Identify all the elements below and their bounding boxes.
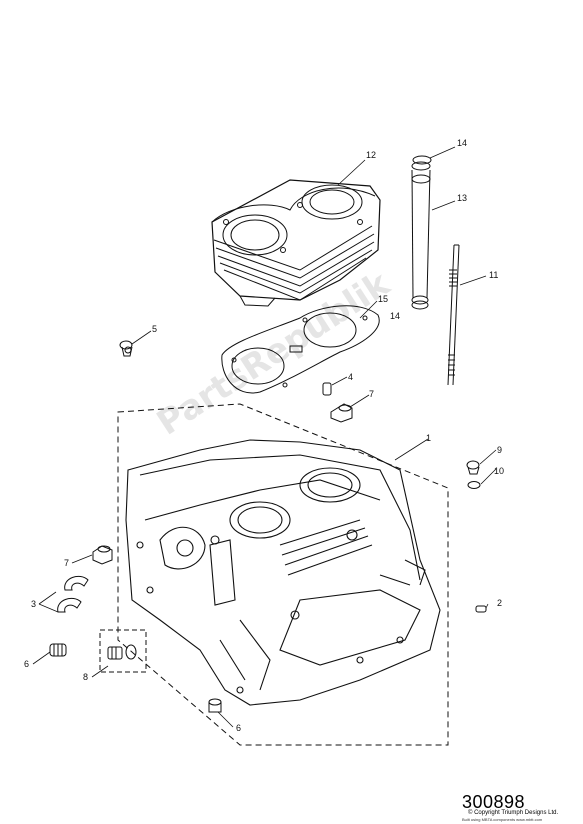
- callout-6-bottom: 6: [236, 723, 241, 733]
- stud-part-11[interactable]: [447, 244, 460, 386]
- diagram-reference-number: 300898: [462, 792, 526, 812]
- bearing-shells-part-3[interactable]: [57, 575, 89, 613]
- callout-13: 13: [457, 193, 467, 203]
- sleeve-part-13[interactable]: [411, 161, 431, 305]
- callout-2: 2: [497, 598, 502, 608]
- bush-part-7-upper[interactable]: [330, 403, 353, 423]
- callout-14-bottom: 14: [390, 311, 400, 321]
- callout-7-upper: 7: [369, 389, 374, 399]
- callout-15: 15: [378, 294, 388, 304]
- drain-plug-part-8[interactable]: [107, 644, 137, 660]
- crankcase-part[interactable]: [125, 439, 441, 706]
- callout-11: 11: [489, 270, 498, 280]
- copyright-text: © Copyright Triumph Designs Ltd.: [468, 810, 559, 816]
- callout-6-left: 6: [24, 659, 29, 669]
- callout-12: 12: [366, 150, 376, 160]
- cylinder-block-part[interactable]: [211, 179, 381, 307]
- bolt-part-5[interactable]: [119, 340, 133, 357]
- callout-10: 10: [494, 466, 504, 476]
- callout-14-top: 14: [457, 138, 467, 148]
- o-ring-top[interactable]: [412, 155, 432, 165]
- callout-1: 1: [426, 433, 431, 443]
- plug-part-6-bottom[interactable]: [208, 698, 222, 713]
- callout-7-lower: 7: [64, 558, 69, 568]
- washer-part-10[interactable]: [467, 481, 481, 489]
- plug-part-6-left[interactable]: [49, 643, 67, 657]
- head-gasket-part[interactable]: [221, 305, 380, 394]
- dowel-part-2[interactable]: [475, 605, 487, 613]
- dowel-part-4[interactable]: [322, 382, 332, 396]
- plug-part-9[interactable]: [466, 460, 480, 475]
- callout-9: 9: [497, 445, 502, 455]
- callout-5: 5: [152, 324, 157, 334]
- detail-box-part-8: [99, 629, 147, 673]
- callout-3: 3: [31, 599, 36, 609]
- callout-4: 4: [348, 372, 353, 382]
- leader-lines: [32, 146, 497, 728]
- crankcase-outline: [117, 403, 449, 746]
- copyright-small-text: Built using MBTA components www.mbtt.com: [462, 817, 543, 822]
- callout-8: 8: [83, 672, 88, 682]
- bush-part-7-lower[interactable]: [92, 545, 113, 565]
- o-ring-bottom[interactable]: [411, 300, 429, 310]
